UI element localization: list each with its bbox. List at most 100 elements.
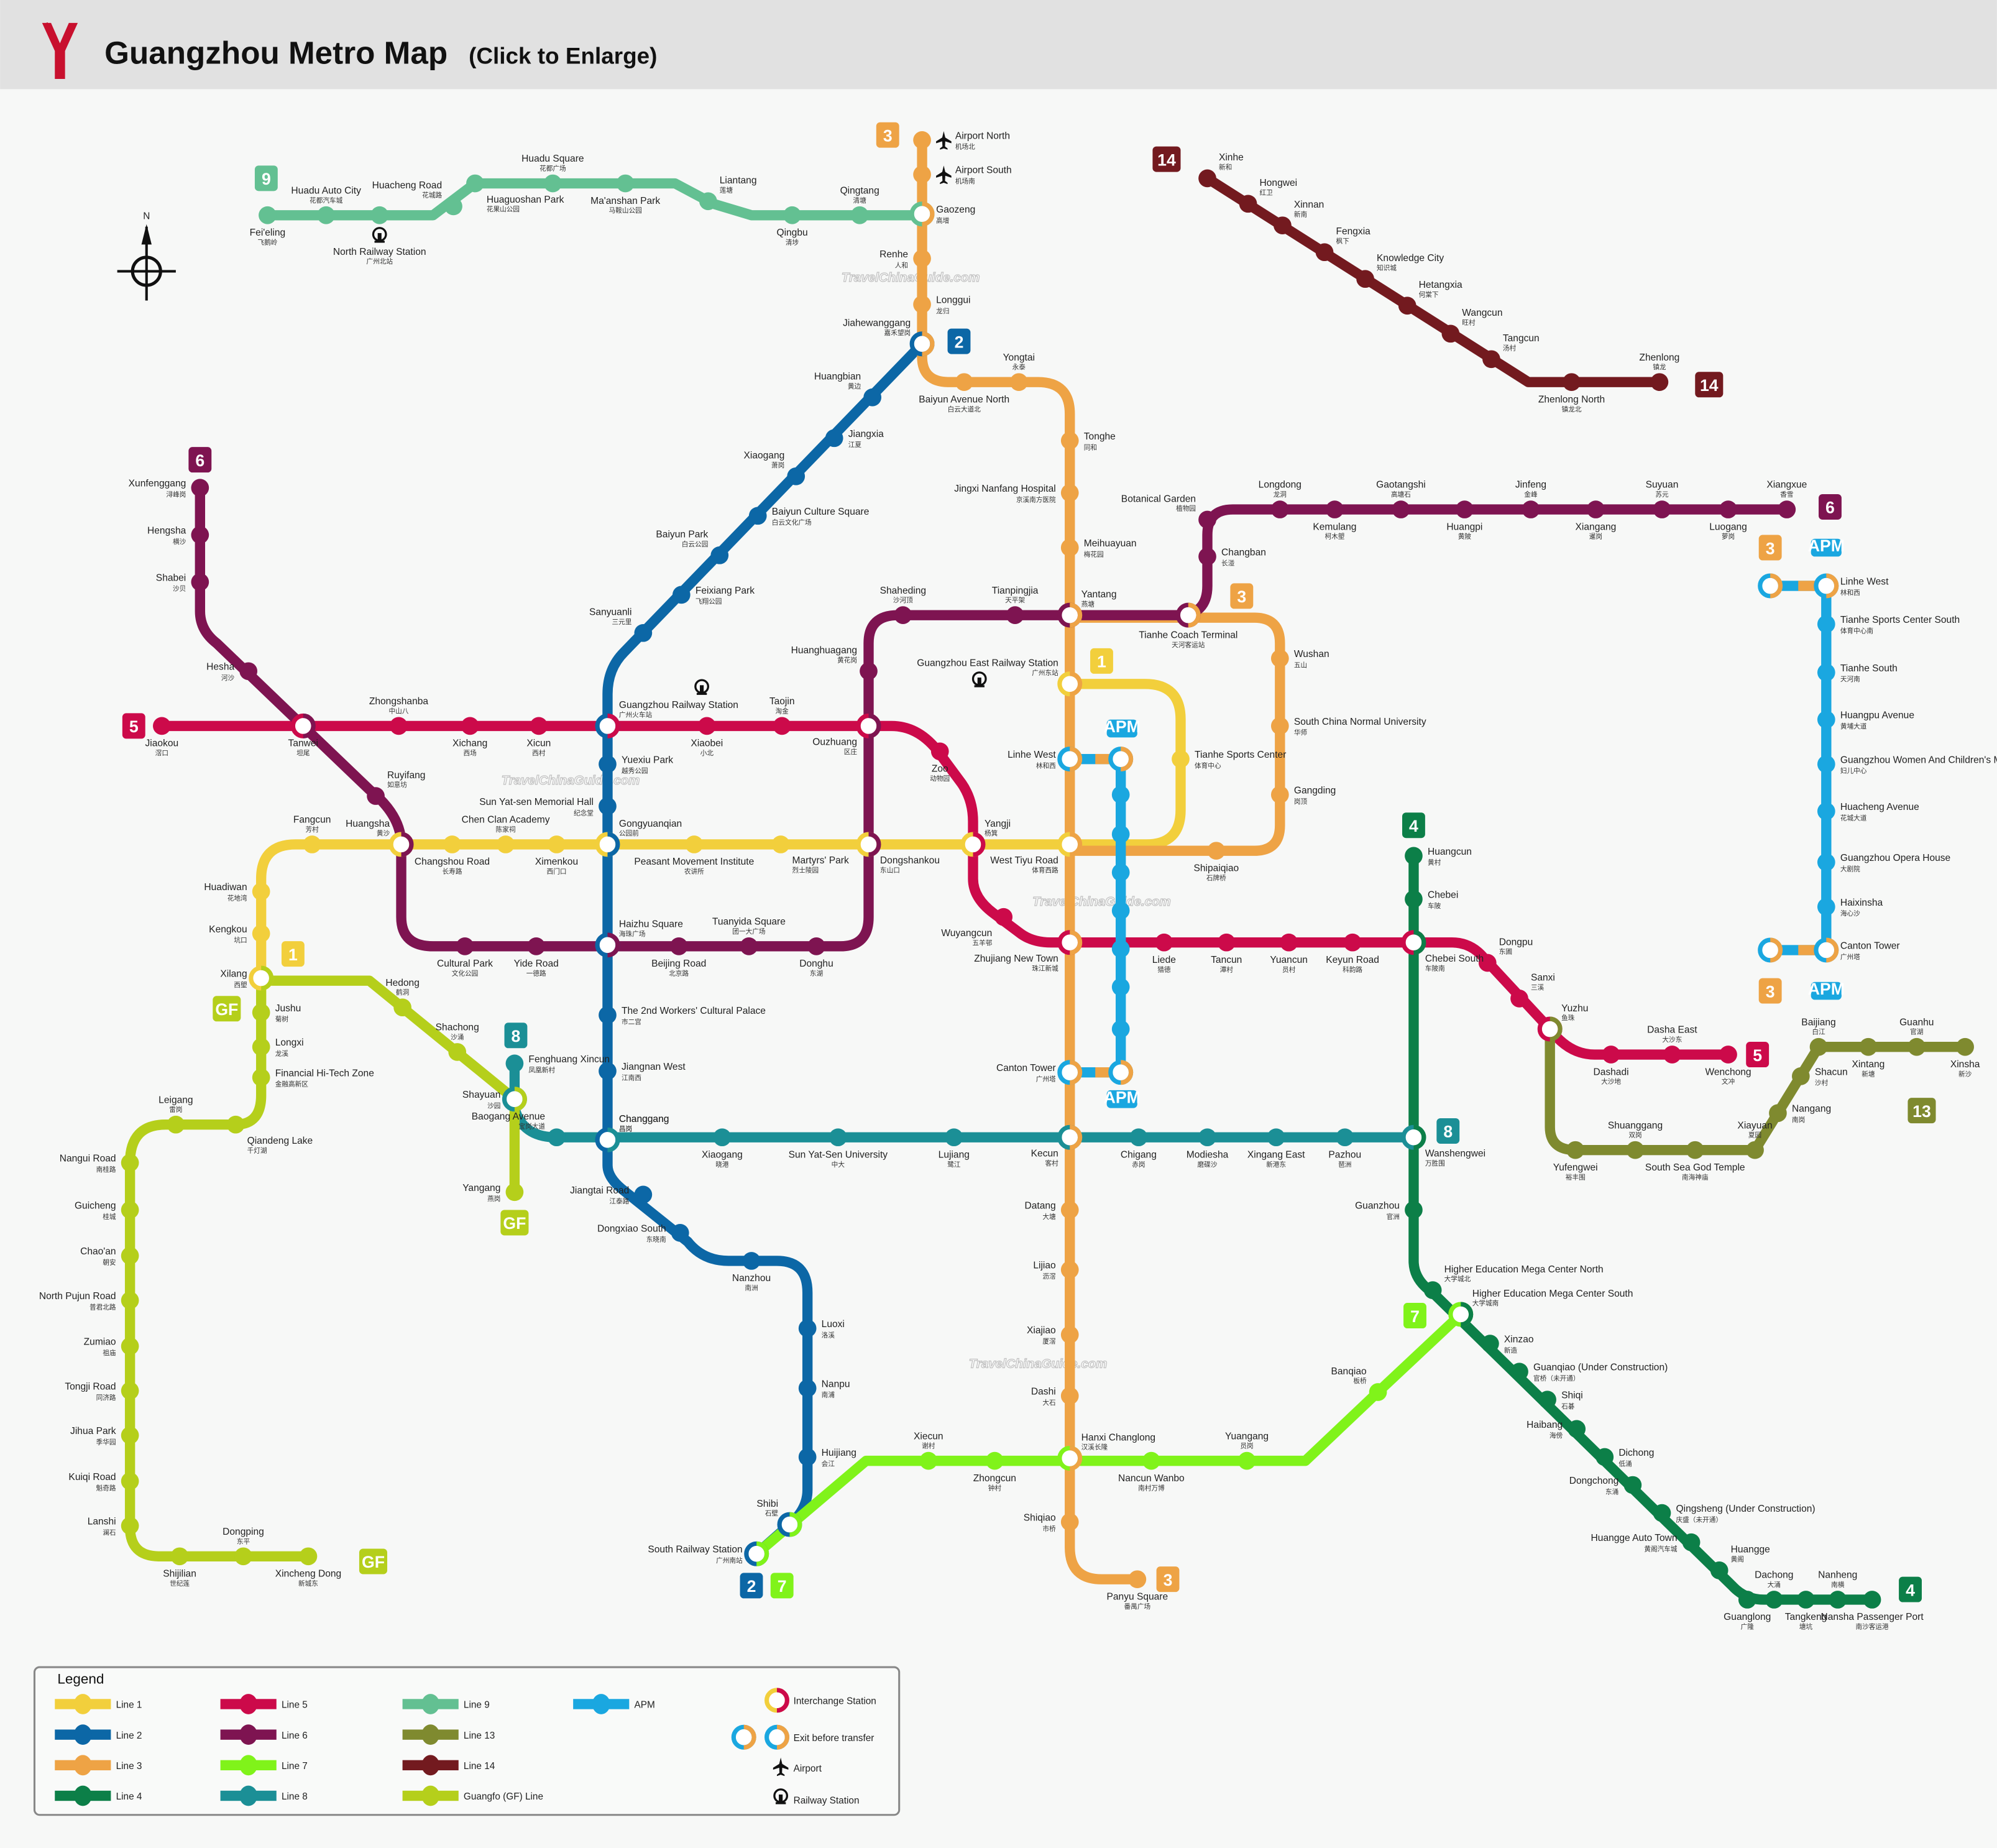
station-label[interactable]: Changgang	[619, 1114, 669, 1124]
station-dot[interactable]	[1765, 1591, 1783, 1609]
station-label[interactable]: Taojin	[769, 696, 795, 707]
station-label[interactable]: Dachong	[1755, 1570, 1793, 1581]
station-dot[interactable]	[894, 606, 912, 624]
station-label[interactable]: Sanxi	[1531, 973, 1555, 983]
station-label[interactable]: Baiyun Park	[656, 530, 708, 540]
station-label[interactable]: Yide Road	[514, 958, 559, 969]
line-badge-2[interactable]	[947, 328, 971, 354]
station-label[interactable]: Meihuayuan	[1084, 538, 1137, 549]
station-dot[interactable]	[121, 1201, 139, 1219]
station-dot[interactable]	[1217, 933, 1236, 952]
line-badge-apm[interactable]	[1106, 1090, 1137, 1108]
station-dot[interactable]	[669, 937, 688, 955]
station-dot[interactable]	[548, 1128, 566, 1147]
station-dot[interactable]	[1522, 500, 1540, 518]
station-label[interactable]: Dashadi	[1593, 1067, 1628, 1077]
station-label[interactable]: South China Normal University	[1294, 717, 1426, 727]
station-dot[interactable]	[945, 1128, 963, 1147]
station-label[interactable]: Huangsha	[346, 819, 390, 829]
station-label[interactable]: Canton Tower	[1840, 940, 1900, 951]
station-dot[interactable]	[1478, 954, 1497, 972]
station-label[interactable]: Jushu	[275, 1003, 301, 1014]
station-label[interactable]: Linhe West	[1840, 576, 1889, 587]
station-dot[interactable]	[1111, 825, 1130, 844]
station-dot[interactable]	[1817, 755, 1835, 773]
station-label[interactable]: Chigang	[1121, 1149, 1157, 1160]
station-dot[interactable]	[634, 623, 653, 642]
station-label[interactable]: Tanwei	[288, 738, 318, 749]
station-label[interactable]: Sun Yat-Sen University	[789, 1149, 888, 1160]
station-label[interactable]: Xiayuan	[1737, 1120, 1772, 1131]
station-dot[interactable]	[443, 835, 461, 853]
station-label[interactable]: South Railway Station	[648, 1545, 742, 1555]
station-label[interactable]: Yuancun	[1270, 955, 1308, 965]
station-dot[interactable]	[697, 717, 716, 735]
station-label[interactable]: Zhongshanba	[369, 696, 429, 707]
station-dot[interactable]	[1111, 786, 1130, 804]
station-label[interactable]: Huadu Square	[521, 154, 584, 164]
line-badge-3[interactable]	[1758, 535, 1782, 561]
station-label[interactable]: Lanshi	[88, 1517, 116, 1527]
station-dot[interactable]	[850, 206, 869, 224]
station-dot[interactable]	[1778, 500, 1796, 518]
station-dot[interactable]	[1456, 500, 1474, 518]
station-label[interactable]: Ma'anshan Park	[590, 196, 660, 206]
station-label[interactable]: Higher Education Mega Center South	[1472, 1289, 1633, 1299]
station-label[interactable]: Sanyuanli	[589, 607, 631, 618]
station-label[interactable]: Hanxi Changlong	[1081, 1432, 1155, 1443]
line-badge-apm[interactable]	[1106, 719, 1137, 738]
station-dot[interactable]	[1481, 1335, 1499, 1353]
station-label[interactable]: Fangcun	[293, 815, 331, 825]
station-dot[interactable]	[1155, 933, 1173, 952]
station-dot[interactable]	[1626, 1141, 1645, 1159]
line-badge-1[interactable]	[1090, 648, 1113, 674]
station-label[interactable]: Nanheng	[1818, 1570, 1857, 1581]
station-label[interactable]: Tianhe Coach Terminal	[1139, 630, 1237, 641]
station-label[interactable]: Guangzhou Opera House	[1840, 853, 1950, 863]
station-dot[interactable]	[303, 835, 321, 853]
station-label[interactable]: Jiangnan West	[622, 1062, 686, 1072]
station-label[interactable]: Luogang	[1709, 522, 1747, 532]
station-dot[interactable]	[497, 835, 515, 853]
station-label[interactable]: Ouzhuang	[812, 737, 857, 748]
station-dot[interactable]	[913, 249, 931, 268]
line-badge-apm[interactable]	[1811, 538, 1842, 557]
station-label[interactable]: Panyu Square	[1107, 1591, 1168, 1602]
station-dot[interactable]	[252, 1003, 270, 1022]
station-label[interactable]: Huangge Auto Town	[1591, 1533, 1678, 1543]
station-dot[interactable]	[1907, 1037, 1926, 1056]
station-label[interactable]: Chebei South	[1425, 954, 1484, 964]
station-dot[interactable]	[599, 1006, 617, 1024]
station-dot[interactable]	[1128, 1570, 1147, 1589]
station-dot[interactable]	[913, 131, 931, 149]
station-dot[interactable]	[986, 1451, 1004, 1470]
station-dot[interactable]	[1405, 847, 1423, 865]
station-dot[interactable]	[121, 1246, 139, 1265]
station-dot[interactable]	[121, 1291, 139, 1310]
station-dot[interactable]	[1817, 615, 1835, 633]
station-label[interactable]: Dashi	[1031, 1387, 1056, 1397]
station-dot[interactable]	[1198, 1128, 1216, 1147]
station-dot[interactable]	[742, 1252, 761, 1270]
station-dot[interactable]	[1060, 538, 1079, 557]
line-badge-7[interactable]	[770, 1573, 794, 1599]
station-label[interactable]: Tianpingjia	[992, 586, 1039, 596]
station-label[interactable]: Leigang	[158, 1095, 193, 1105]
station-label[interactable]: Changban	[1221, 547, 1266, 558]
station-label[interactable]: Xiaogang	[702, 1149, 743, 1160]
station-label[interactable]: Longxi	[275, 1037, 304, 1048]
station-dot[interactable]	[1111, 978, 1130, 996]
station-dot[interactable]	[671, 1224, 689, 1242]
station-dot[interactable]	[1369, 1383, 1387, 1401]
station-dot[interactable]	[121, 1426, 139, 1445]
station-dot[interactable]	[860, 662, 878, 681]
station-dot[interactable]	[121, 1517, 139, 1535]
station-dot[interactable]	[527, 937, 546, 955]
station-label[interactable]: Donghu	[799, 958, 833, 969]
station-dot[interactable]	[1198, 548, 1216, 566]
station-dot[interactable]	[530, 717, 548, 735]
station-dot[interactable]	[798, 1448, 817, 1466]
station-dot[interactable]	[1111, 863, 1130, 881]
station-label[interactable]: Zhongcun	[973, 1473, 1016, 1484]
station-dot[interactable]	[1060, 1261, 1079, 1279]
